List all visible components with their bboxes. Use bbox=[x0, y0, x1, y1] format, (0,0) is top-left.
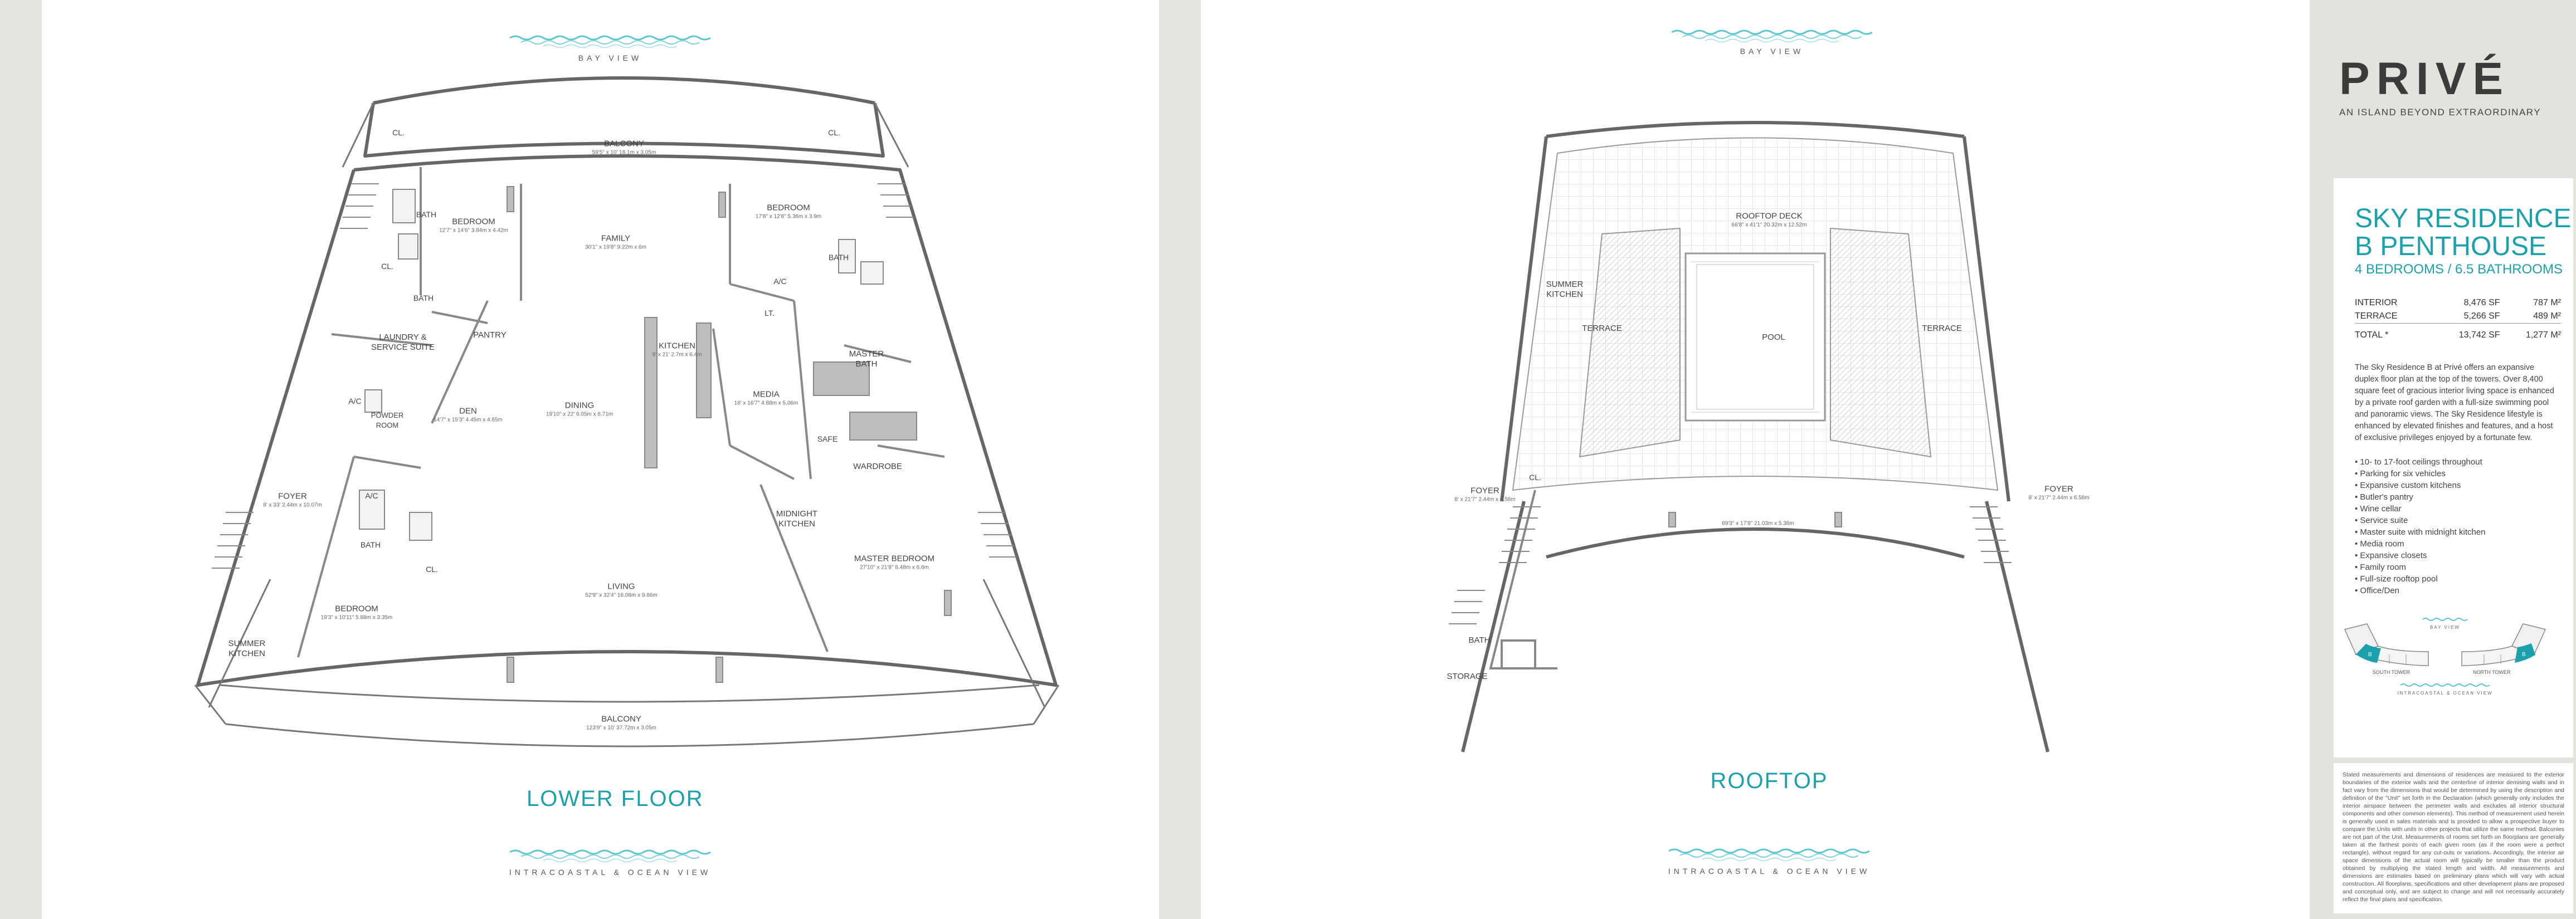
room-midnight-kitchen: MIDNIGHT KITCHEN bbox=[776, 509, 818, 529]
rooftop-title: ROOFTOP bbox=[1710, 769, 1828, 793]
label-ac: A/C bbox=[348, 397, 362, 405]
disclaimer-text: Stated measurements and dimensions of re… bbox=[2334, 763, 2573, 913]
lower-floor-plan-drawing bbox=[194, 76, 1060, 747]
waves-top-logo bbox=[1672, 30, 1872, 42]
label-ac: A/C bbox=[365, 491, 378, 500]
tower-marker: B bbox=[2522, 652, 2526, 658]
label-bath: BATH bbox=[416, 210, 437, 219]
residence-details-card: SKY RESIDENCE B PENTHOUSE 4 BEDROOMS / 6… bbox=[2334, 178, 2573, 757]
residence-title: SKY RESIDENCE B PENTHOUSE bbox=[2355, 204, 2572, 261]
label-closet: CL. bbox=[1529, 473, 1541, 482]
lower-floor-title: LOWER FLOOR bbox=[527, 786, 704, 811]
area-row-interior: INTERIOR 8,476 SF 787 M² bbox=[2355, 298, 2561, 307]
room-laundry-service: LAUNDRY & SERVICE SUITE bbox=[371, 333, 435, 352]
lower-floor-sheet: BAY VIEW bbox=[42, 0, 1159, 919]
rooftop-sheet: BAY VIEW bbox=[1201, 0, 2310, 919]
south-tower-label: SOUTH TOWER bbox=[2373, 669, 2411, 675]
feature-item: Master suite with midnight kitchen bbox=[2355, 526, 2573, 538]
north-tower-label: NORTH TOWER bbox=[2473, 669, 2511, 675]
bay-view-caption: BAY VIEW bbox=[578, 53, 642, 62]
waves-bottom-logo bbox=[1669, 848, 1869, 861]
feature-item: Parking for six vehicles bbox=[2355, 468, 2573, 480]
bay-view-caption: BAY VIEW bbox=[1740, 47, 1804, 56]
feature-item: Expansive custom kitchens bbox=[2355, 480, 2573, 491]
room-pool: POOL bbox=[1762, 333, 1785, 342]
room-wardrobe: WARDROBE bbox=[853, 462, 902, 471]
room-summer-kitchen: SUMMER KITCHEN bbox=[1546, 280, 1584, 299]
prive-logo: PRIVÉ bbox=[2339, 53, 2510, 104]
intracoastal-view-caption: INTRACOASTAL & OCEAN VIEW bbox=[509, 868, 712, 877]
label-closet: CL. bbox=[426, 565, 438, 574]
room-bath: BATH bbox=[1468, 636, 1491, 645]
room-pantry: PANTRY bbox=[473, 330, 507, 340]
feature-item: Expansive closets bbox=[2355, 550, 2573, 561]
feature-item: Office/Den bbox=[2355, 585, 2573, 597]
brand-block: PRIVÉ AN ISLAND BEYOND EXTRAORDINARY bbox=[2339, 56, 2573, 118]
label-bath: BATH bbox=[828, 253, 849, 262]
key-plan-top-caption: BAY VIEW bbox=[2430, 625, 2460, 630]
room-master-bath: MASTER BATH bbox=[849, 349, 884, 369]
feature-item: Family room bbox=[2355, 561, 2573, 573]
brand-tagline: AN ISLAND BEYOND EXTRAORDINARY bbox=[2339, 107, 2541, 118]
residence-description: The Sky Residence B at Privé offers an e… bbox=[2355, 363, 2554, 442]
label-closet: CL. bbox=[392, 128, 405, 137]
label-bath: BATH bbox=[413, 294, 434, 302]
intracoastal-view-caption: INTRACOASTAL & OCEAN VIEW bbox=[1668, 867, 1871, 876]
label-ac: A/C bbox=[773, 277, 787, 286]
feature-item: Full-size rooftop pool bbox=[2355, 573, 2573, 585]
tower-key-plan: BAY VIEW B B SOUTH TOWER NORTH TOWER INT… bbox=[2334, 613, 2556, 702]
rooftop-plan-drawing bbox=[1449, 121, 2049, 752]
room-storage: STORAGE bbox=[1447, 672, 1488, 681]
room-covered-area: 69'3" x 17'8" 21.03m x 5.38m bbox=[1722, 520, 1794, 527]
waves-bottom-logo bbox=[510, 849, 710, 862]
feature-list: 10- to 17-foot ceilings throughout Parki… bbox=[2355, 456, 2573, 597]
residence-subtitle: 4 BEDROOMS / 6.5 BATHROOMS bbox=[2355, 262, 2563, 277]
area-row-total: TOTAL * 13,742 SF 1,277 M² bbox=[2355, 323, 2561, 342]
feature-item: Service suite bbox=[2355, 515, 2573, 526]
label-closet: CL. bbox=[828, 128, 840, 137]
waves-top-logo bbox=[510, 35, 710, 48]
key-plan-bottom-caption: INTRACOASTAL & OCEAN VIEW bbox=[2397, 691, 2493, 696]
room-summer-kitchen: SUMMER KITCHEN bbox=[228, 639, 266, 658]
area-table: INTERIOR 8,476 SF 787 M² TERRACE 5,266 S… bbox=[2355, 296, 2561, 342]
label-bath: BATH bbox=[360, 540, 381, 549]
label-closet: CL. bbox=[381, 262, 393, 271]
room-terrace-east: TERRACE bbox=[1922, 324, 1962, 333]
label-safe: SAFE bbox=[817, 434, 838, 443]
room-powder: POWDER ROOM bbox=[371, 411, 404, 429]
tower-marker: B bbox=[2368, 652, 2372, 658]
feature-item: Butler's pantry bbox=[2355, 491, 2573, 503]
label-lt: LT. bbox=[764, 309, 775, 317]
feature-item: Wine cellar bbox=[2355, 503, 2573, 515]
feature-item: Media room bbox=[2355, 538, 2573, 550]
room-terrace-west: TERRACE bbox=[1582, 324, 1622, 333]
residence-info-panel: PRIVÉ AN ISLAND BEYOND EXTRAORDINARY SKY… bbox=[2311, 0, 2576, 919]
tower-key-plan-drawing bbox=[2344, 618, 2546, 687]
feature-item: 10- to 17-foot ceilings throughout bbox=[2355, 456, 2573, 468]
area-row-terrace: TERRACE 5,266 SF 489 M² bbox=[2355, 311, 2561, 321]
